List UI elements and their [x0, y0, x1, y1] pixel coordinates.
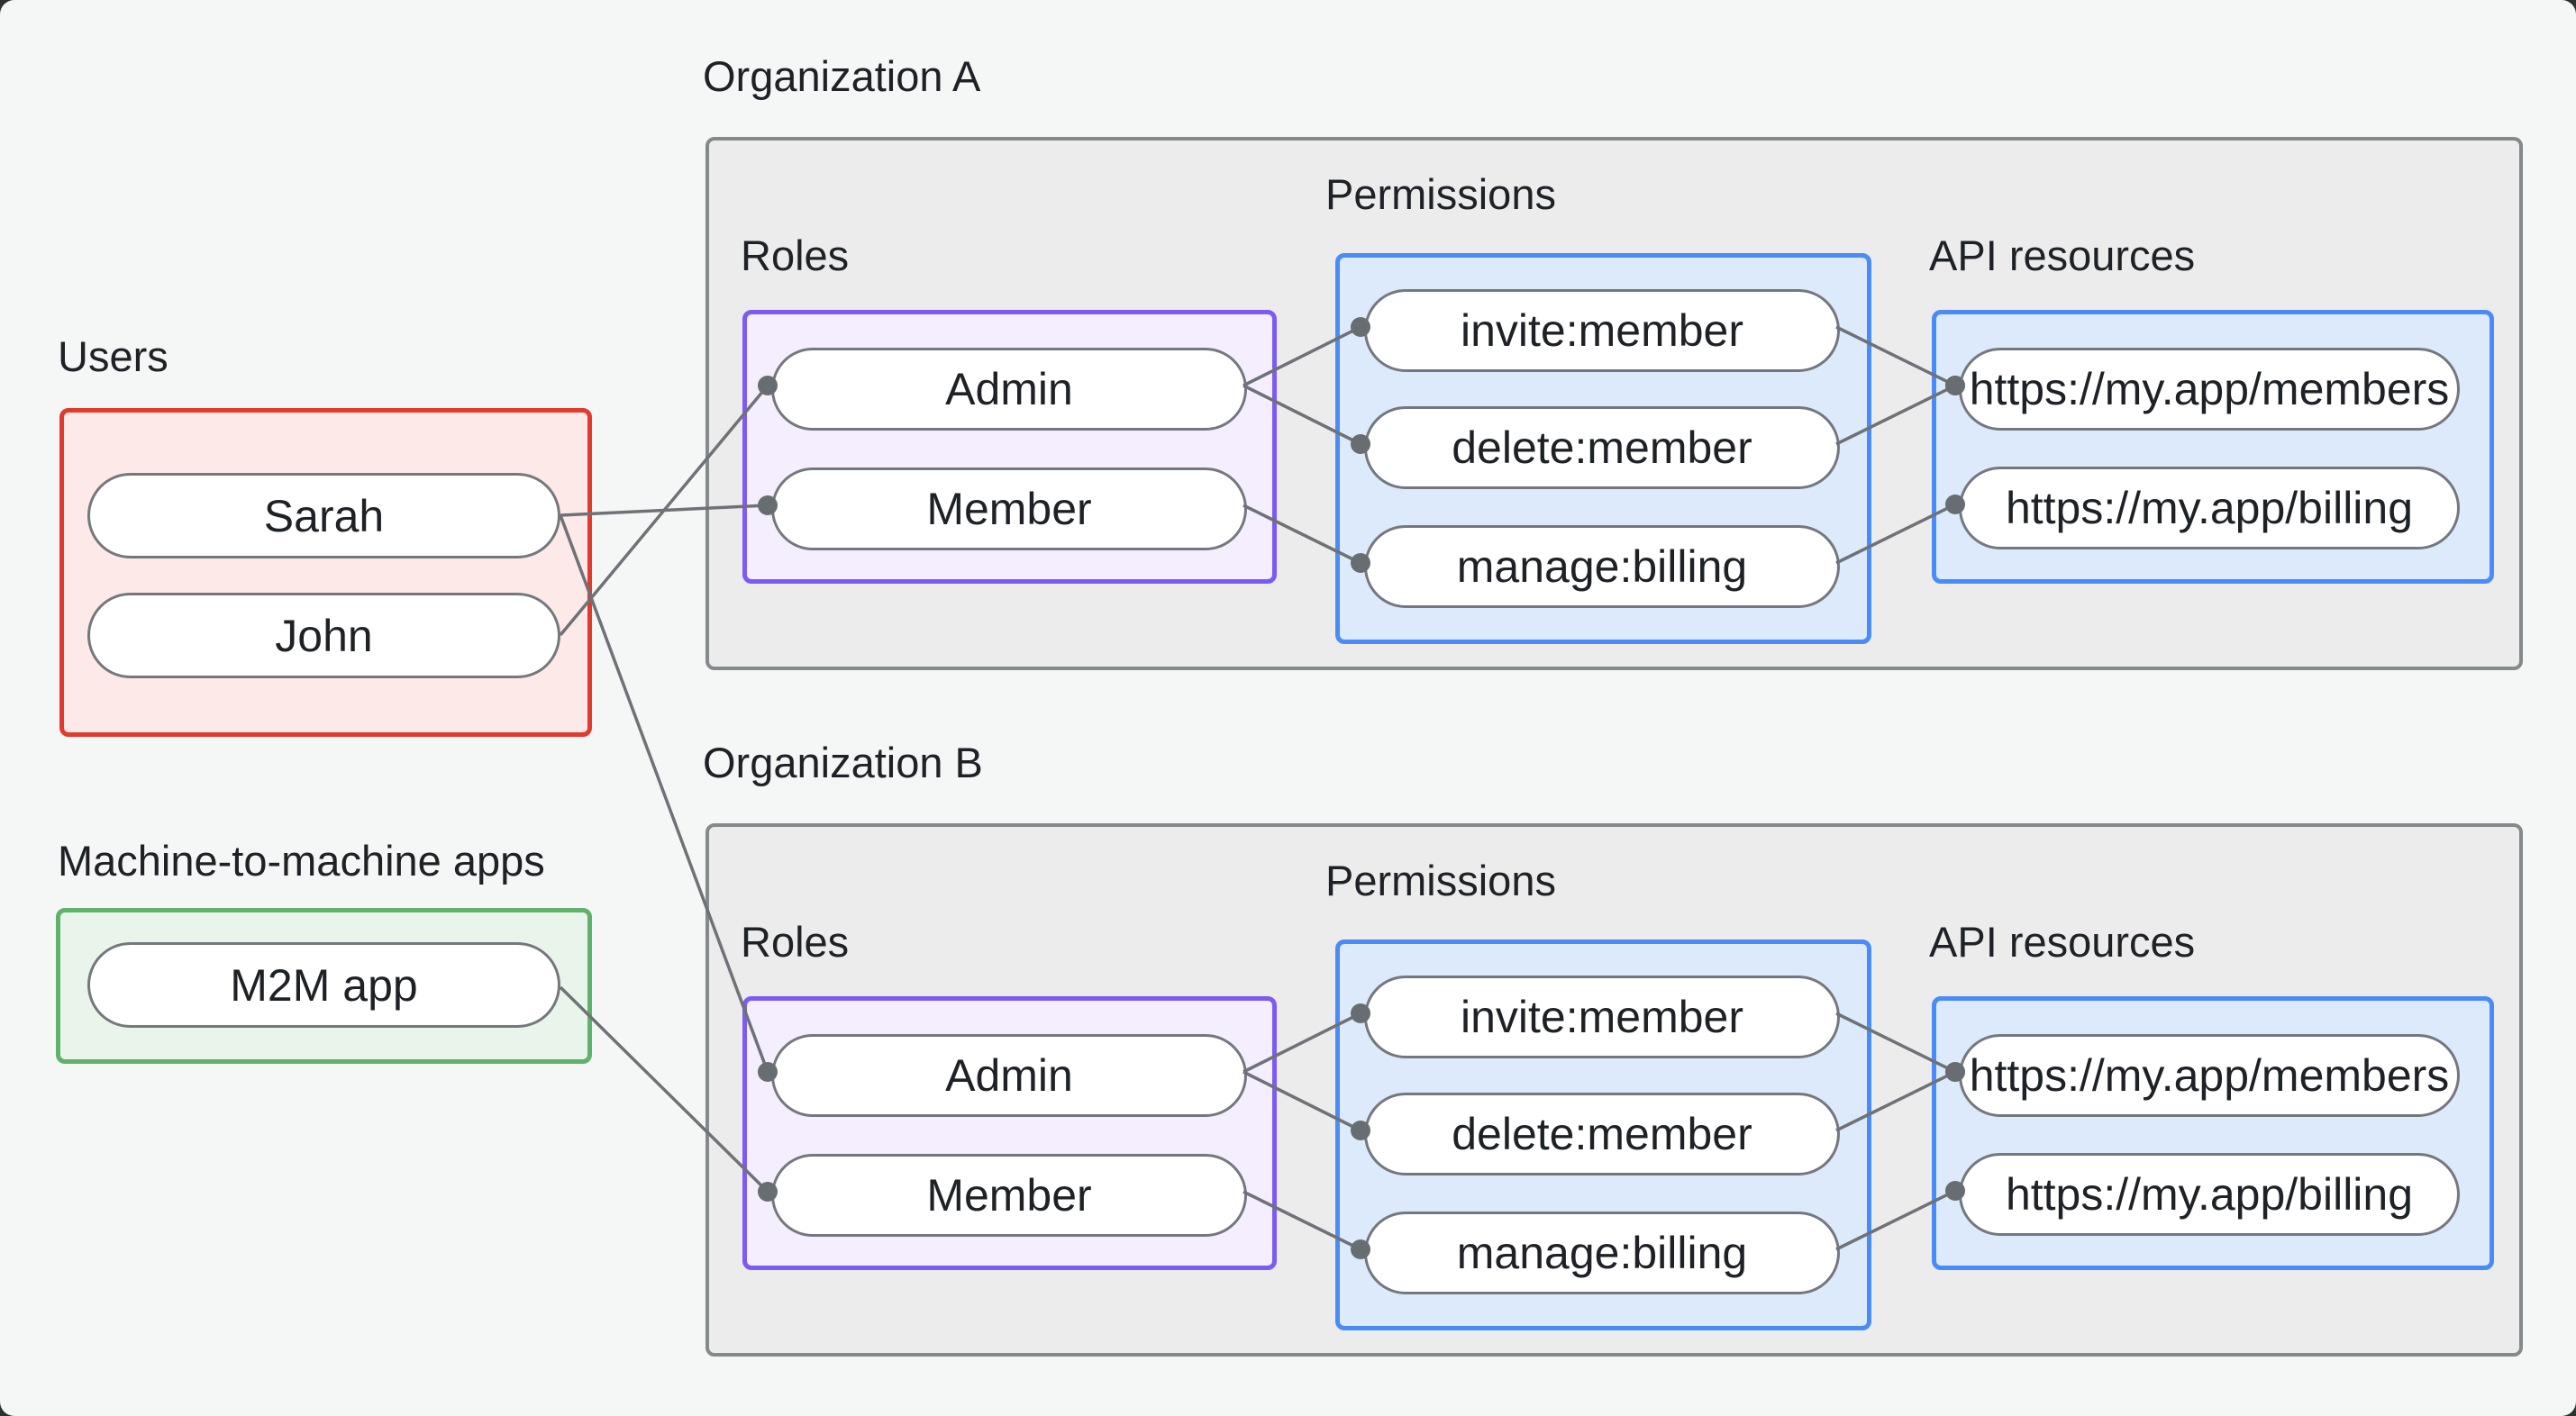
org-a-role-member-label: Member — [926, 484, 1092, 534]
org-b-role-member: Member — [771, 1154, 1247, 1237]
org-a-permission-manage: manage:billing — [1364, 525, 1840, 608]
org-a-box: Roles Admin Member Permissions invite:me… — [705, 137, 2523, 670]
org-a-permission-delete: delete:member — [1364, 406, 1840, 489]
user-node-john: John — [87, 593, 560, 678]
org-a-api-billing: https://my.app/billing — [1959, 467, 2460, 549]
org-a-permission-invite: invite:member — [1364, 289, 1840, 372]
org-b-roles-label: Roles — [741, 918, 850, 966]
org-b-permission-manage-label: manage:billing — [1456, 1228, 1748, 1278]
org-a-permissions-label: Permissions — [1325, 170, 1556, 218]
m2m-app-node: M2M app — [87, 942, 560, 1028]
org-b-permission-delete: delete:member — [1364, 1093, 1840, 1175]
org-a-api-members: https://my.app/members — [1959, 348, 2460, 431]
m2m-app-node-label: M2M app — [230, 959, 418, 1011]
org-a-api-resources-label: API resources — [1929, 231, 2196, 279]
org-a-role-member: Member — [771, 467, 1247, 550]
org-b-role-member-label: Member — [926, 1170, 1092, 1221]
user-node-sarah-label: Sarah — [263, 490, 385, 541]
org-b-permission-invite: invite:member — [1364, 976, 1840, 1058]
org-a-permission-delete-label: delete:member — [1452, 422, 1752, 473]
org-b-box: Roles Admin Member Permissions invite:me… — [705, 823, 2523, 1357]
org-b-permission-manage: manage:billing — [1364, 1212, 1840, 1294]
org-b-permission-invite-label: invite:member — [1461, 992, 1743, 1042]
user-node-sarah: Sarah — [87, 473, 560, 558]
users-group-label: Users — [58, 332, 168, 380]
org-a-api-billing-label: https://my.app/billing — [2005, 483, 2414, 533]
org-b-api-billing: https://my.app/billing — [1959, 1153, 2460, 1236]
org-b-role-admin: Admin — [771, 1034, 1247, 1117]
org-b-permissions-label: Permissions — [1325, 857, 1556, 904]
org-b-api-members: https://my.app/members — [1959, 1034, 2460, 1117]
org-b-label: Organization B — [703, 739, 983, 786]
org-a-label: Organization A — [703, 52, 981, 100]
org-a-api-members-label: https://my.app/members — [1969, 364, 2450, 414]
org-a-permission-manage-label: manage:billing — [1456, 541, 1748, 592]
org-a-role-admin: Admin — [771, 348, 1247, 431]
org-b-api-billing-label: https://my.app/billing — [2005, 1169, 2414, 1220]
user-node-john-label: John — [275, 610, 373, 661]
org-a-permission-invite-label: invite:member — [1461, 305, 1743, 356]
org-b-permission-delete-label: delete:member — [1452, 1109, 1752, 1159]
users-group-box — [59, 408, 592, 737]
org-b-api-resources-label: API resources — [1929, 918, 2196, 966]
org-a-role-admin-label: Admin — [945, 364, 1073, 414]
m2m-group-label: Machine-to-machine apps — [58, 837, 545, 885]
org-b-api-members-label: https://my.app/members — [1969, 1050, 2450, 1101]
org-a-roles-label: Roles — [741, 231, 850, 279]
org-b-role-admin-label: Admin — [945, 1050, 1073, 1101]
